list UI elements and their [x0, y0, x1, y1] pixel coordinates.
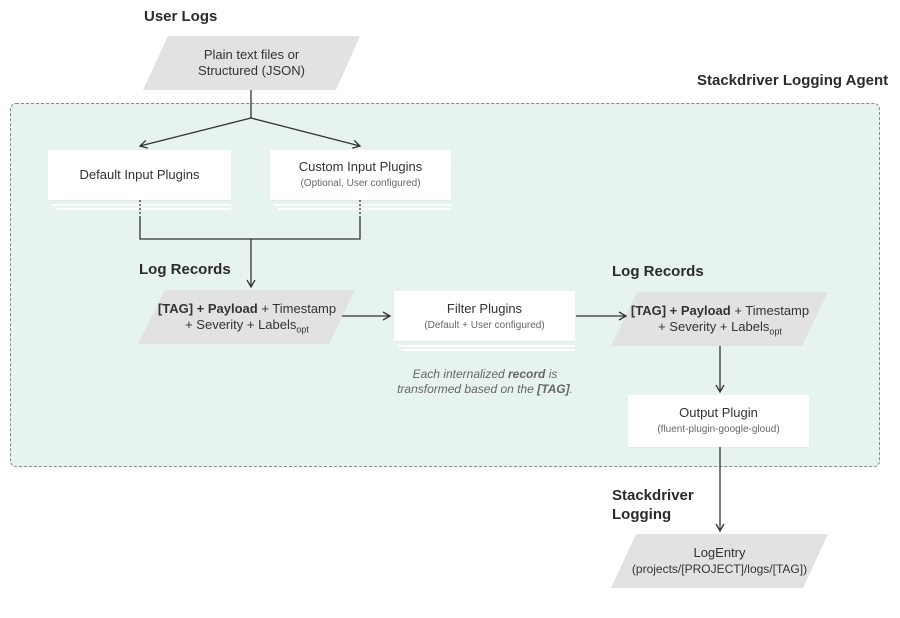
filter-subtitle: (Default + User configured): [424, 320, 545, 331]
record-left-text: [TAG] + Payload + Timestamp + Severity +…: [152, 301, 342, 338]
note-tag: [TAG]: [537, 382, 570, 396]
record-left-line1: [TAG] + Payload + Timestamp: [152, 301, 342, 317]
record-right-payload: Payload: [680, 303, 731, 318]
log-records-right-heading: Log Records: [612, 263, 704, 280]
log-entry-text: LogEntry (projects/[PROJECT]/logs/[TAG]): [622, 545, 817, 577]
merge-connector: [139, 218, 361, 240]
default-input-title: Default Input Plugins: [79, 167, 200, 182]
record-left-tag: [TAG]: [157, 301, 194, 316]
record-left-payload: Payload: [207, 301, 258, 316]
record-left-opt: opt: [296, 324, 309, 335]
stackdriver-logging-line1: Stackdriver: [612, 487, 694, 504]
filter-title: Filter Plugins: [446, 301, 523, 316]
note-line2-pre: transformed based on the: [397, 382, 538, 396]
agent-heading: Stackdriver Logging Agent: [697, 72, 889, 89]
note-pre: Each internalized: [412, 367, 509, 381]
stackdriver-logging-line2: Logging: [612, 506, 672, 523]
custom-input-subtitle: (Optional, User configured): [300, 178, 421, 189]
record-right-timestamp: + Timestamp: [730, 303, 810, 318]
note-post: is: [545, 367, 558, 381]
filter-note: Each internalized record is transformed …: [360, 367, 610, 397]
record-right-severity: + Severity + Labels: [658, 319, 770, 334]
record-right-plus: +: [666, 303, 681, 318]
filter-card: Filter Plugins (Default + User configure…: [394, 291, 575, 341]
record-left-line2: + Severity + Labelsopt: [152, 317, 342, 338]
stackdriver-logging-heading: Stackdriver Logging: [612, 486, 694, 524]
output-subtitle: (fluent-plugin-google-gloud): [657, 424, 780, 435]
custom-input-title: Custom Input Plugins: [298, 159, 423, 174]
record-left-parallelogram: [138, 290, 355, 344]
custom-input-stack: [274, 204, 451, 210]
record-right-tag: [TAG]: [630, 303, 667, 318]
split-left-arrow: [138, 117, 252, 149]
note-record: record: [508, 367, 546, 381]
user-logs-heading: User Logs: [144, 8, 218, 25]
record-left-plus: +: [193, 301, 208, 316]
source-parallelogram: [143, 36, 360, 90]
log-records-left-heading: Log Records: [139, 261, 231, 278]
default-input-card: Default Input Plugins: [48, 150, 231, 200]
source-text: Plain text files or Structured (JSON): [160, 47, 343, 79]
custom-input-card: Custom Input Plugins (Optional, User con…: [270, 150, 451, 200]
output-title: Output Plugin: [679, 405, 758, 420]
record-right-parallelogram: [611, 292, 828, 346]
filter-note-line2: transformed based on the [TAG].: [360, 382, 610, 397]
source-line1: Plain text files or: [203, 47, 300, 62]
record-left-timestamp: + Timestamp: [257, 301, 337, 316]
output-card: Output Plugin (fluent-plugin-google-glou…: [628, 395, 809, 447]
filter-stack: [398, 345, 575, 351]
log-entry-path: (projects/[PROJECT]/logs/[TAG]): [631, 562, 808, 576]
filter-note-line1: Each internalized record is: [360, 367, 610, 382]
record-right-opt: opt: [769, 326, 782, 337]
log-entry-parallelogram: [611, 534, 828, 588]
record-right-line1: [TAG] + Payload + Timestamp: [625, 303, 815, 319]
source-line2: Structured (JSON): [198, 63, 305, 78]
note-line2-post: .: [569, 382, 573, 396]
record-right-line2: + Severity + Labelsopt: [625, 319, 815, 340]
log-entry-title: LogEntry: [693, 545, 746, 560]
record-left-severity: + Severity + Labels: [185, 317, 297, 332]
split-right-arrow: [250, 117, 362, 149]
record-right-text: [TAG] + Payload + Timestamp + Severity +…: [625, 303, 815, 340]
default-input-stack: [52, 204, 231, 210]
